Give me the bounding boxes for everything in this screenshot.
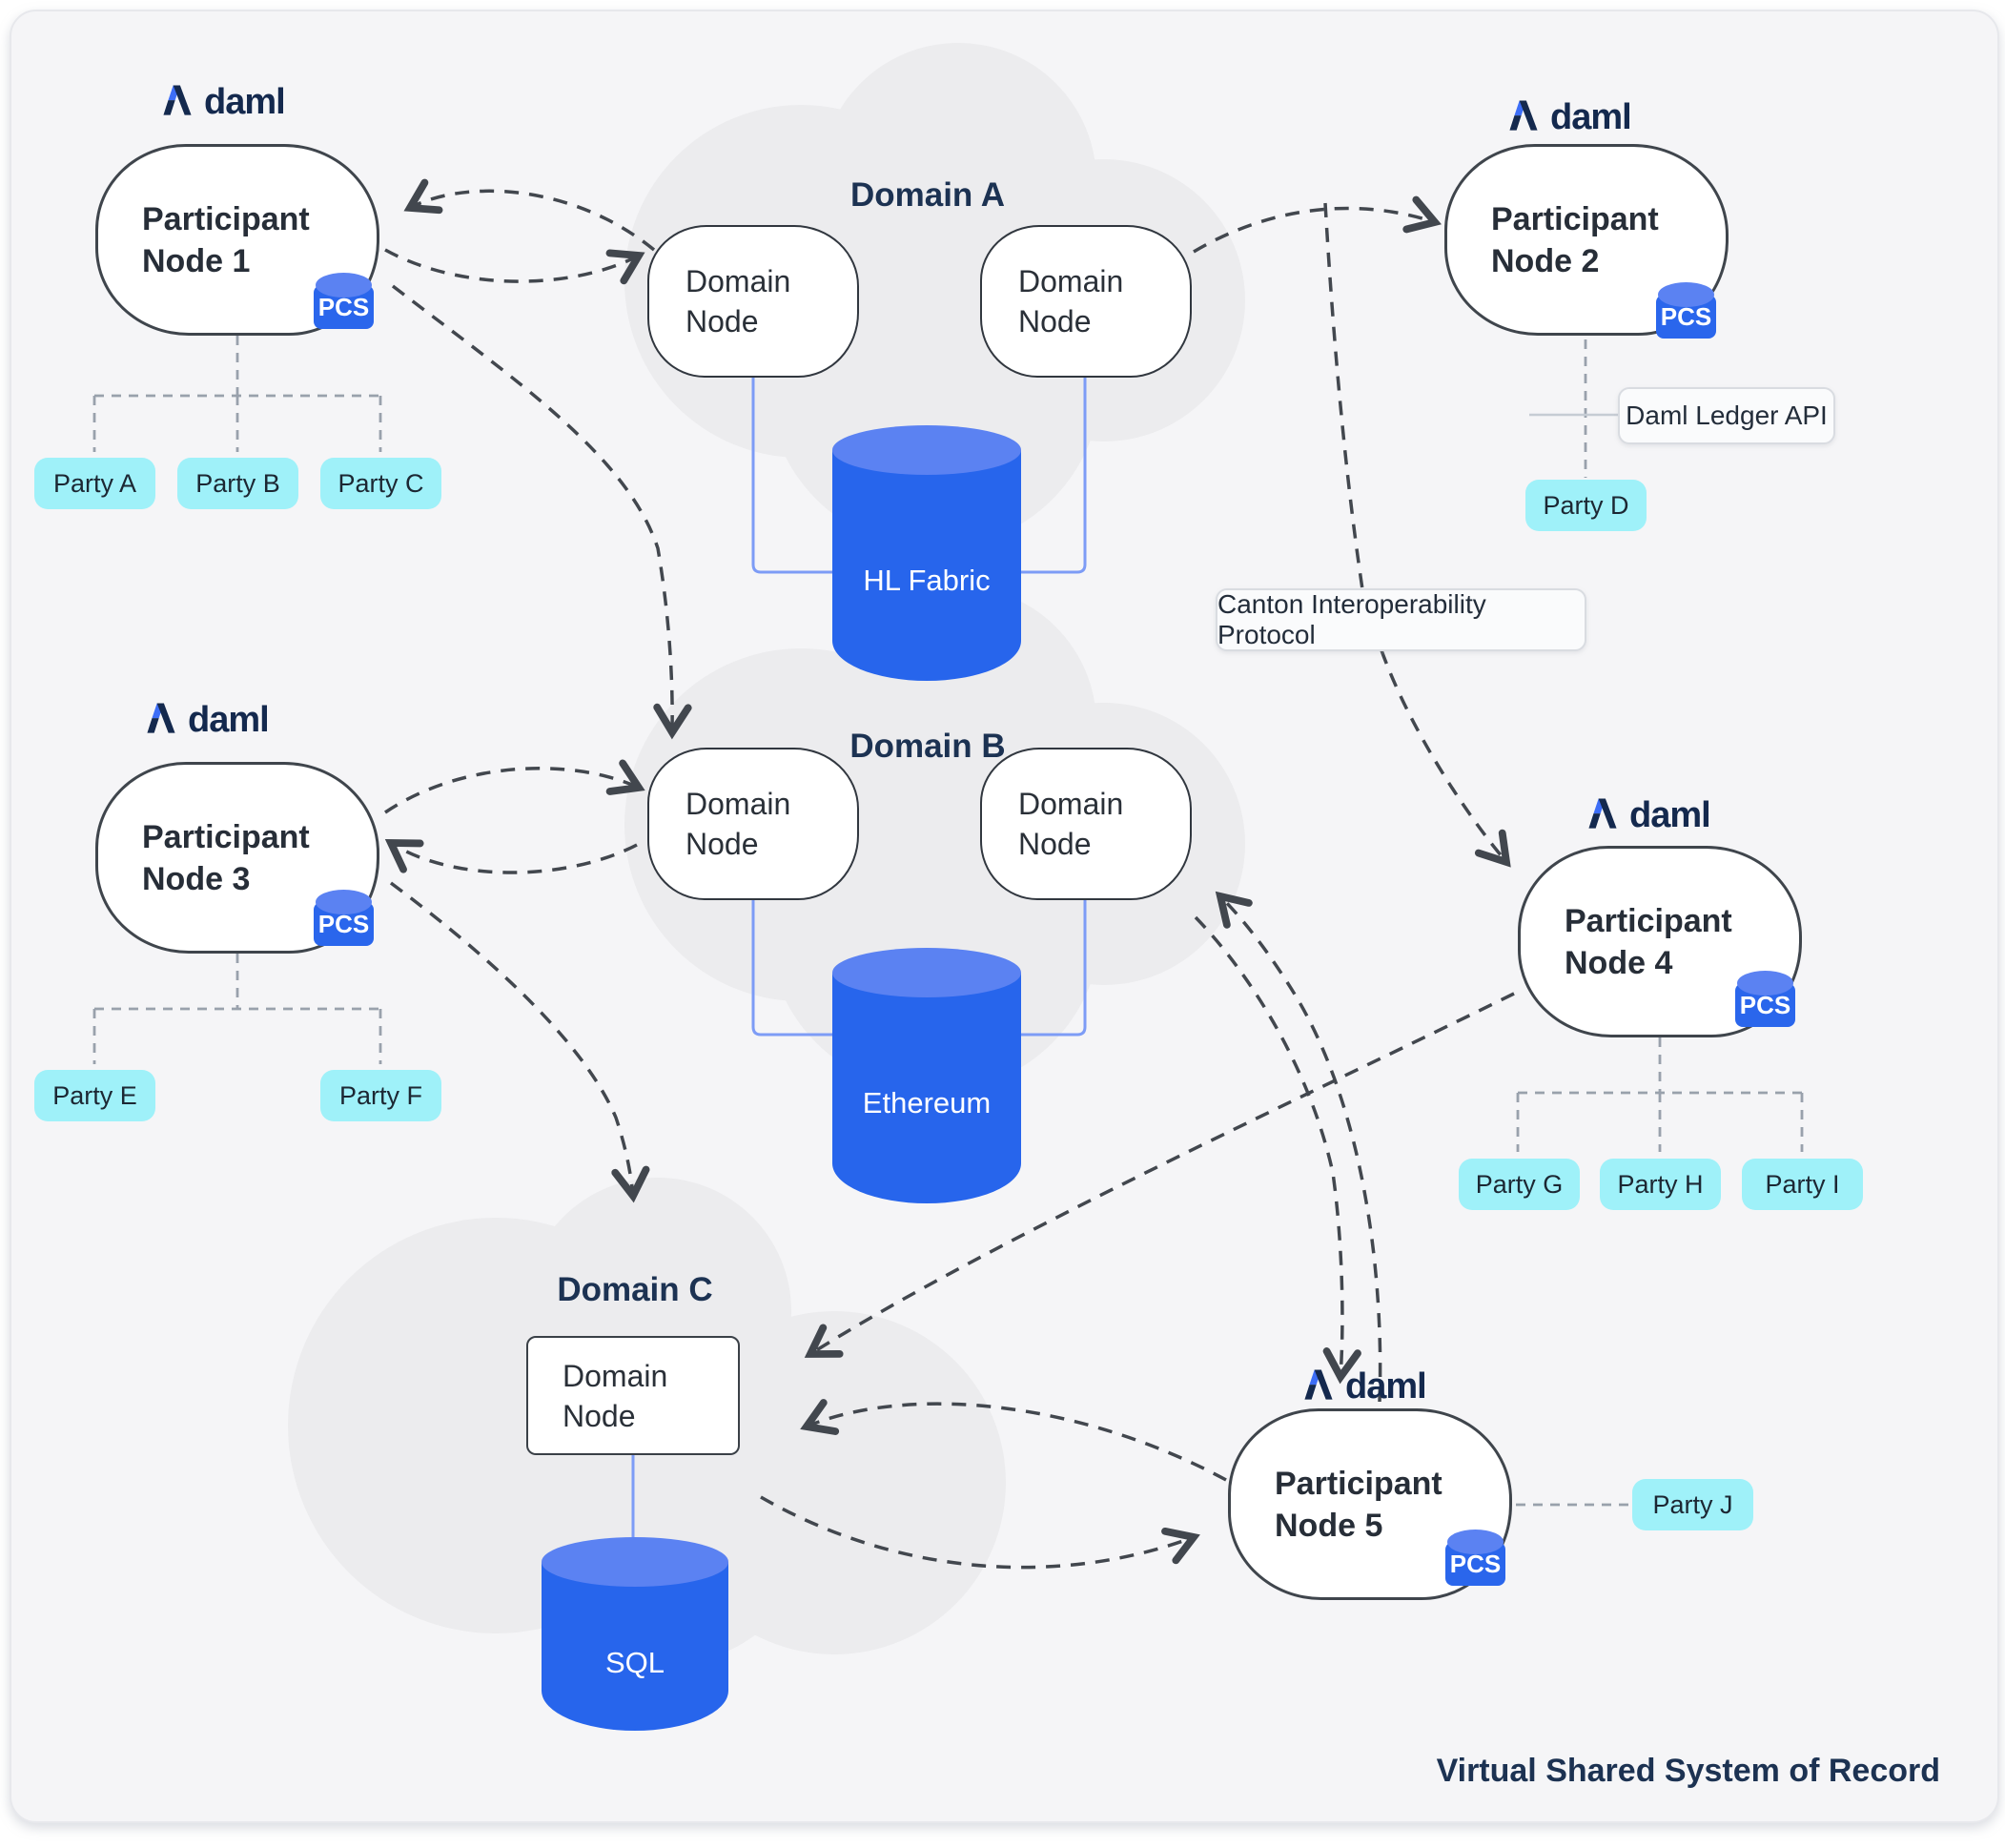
pcs-badge-node2: PCS [1656,282,1716,339]
daml-logo-node1: daml [157,80,286,120]
domain-a-node-1: Domain Node [647,225,859,378]
canton-interoperability-protocol-label: Canton Interoperability Protocol [1216,588,1586,651]
ethereum-database-icon: Ethereum [832,948,1021,1203]
sql-label: SQL [604,1645,665,1679]
party-g: Party G [1459,1159,1580,1210]
domain-b-node-1: Domain Node [647,748,859,900]
domain-a-node-2: Domain Node [980,225,1192,378]
domain-a-title: Domain A [849,176,1006,214]
sql-database-icon: SQL [542,1537,728,1731]
domain-c-node: Domain Node [526,1336,740,1455]
daml-logo-node5: daml [1299,1365,1427,1405]
daml-mark-icon [163,85,192,115]
pcs-badge-node3: PCS [314,890,374,947]
daml-mark-icon [1304,1369,1333,1400]
daml-mark-icon [1588,798,1617,829]
party-e: Party E [34,1070,155,1121]
pcs-badge-node4: PCS [1735,971,1795,1028]
domain-b-title: Domain B [849,728,1006,765]
party-j: Party J [1632,1479,1753,1530]
party-b: Party B [177,458,298,509]
daml-ledger-api-label: Daml Ledger API [1618,387,1835,444]
daml-mark-icon [1509,100,1538,131]
party-c: Party C [320,458,441,509]
party-a: Party A [34,458,155,509]
party-h: Party H [1600,1159,1721,1210]
pcs-badge-node1: PCS [314,273,374,330]
daml-mark-icon [147,703,175,733]
domain-c-title: Domain C [557,1271,713,1308]
party-d: Party D [1525,480,1647,531]
pcs-badge-node5: PCS [1445,1530,1505,1587]
daml-logo-node4: daml [1583,793,1711,833]
footer-caption: Virtual Shared System of Record [1436,1753,1940,1789]
daml-logo-node3: daml [141,698,270,738]
hl-fabric-label: HL Fabric [863,563,991,597]
party-f: Party F [320,1070,441,1121]
domain-b-node-2: Domain Node [980,748,1192,900]
ethereum-label: Ethereum [862,1085,992,1119]
hl-fabric-database-icon: HL Fabric [832,425,1021,681]
party-i: Party I [1742,1159,1863,1210]
daml-logo-node2: daml [1504,95,1632,135]
